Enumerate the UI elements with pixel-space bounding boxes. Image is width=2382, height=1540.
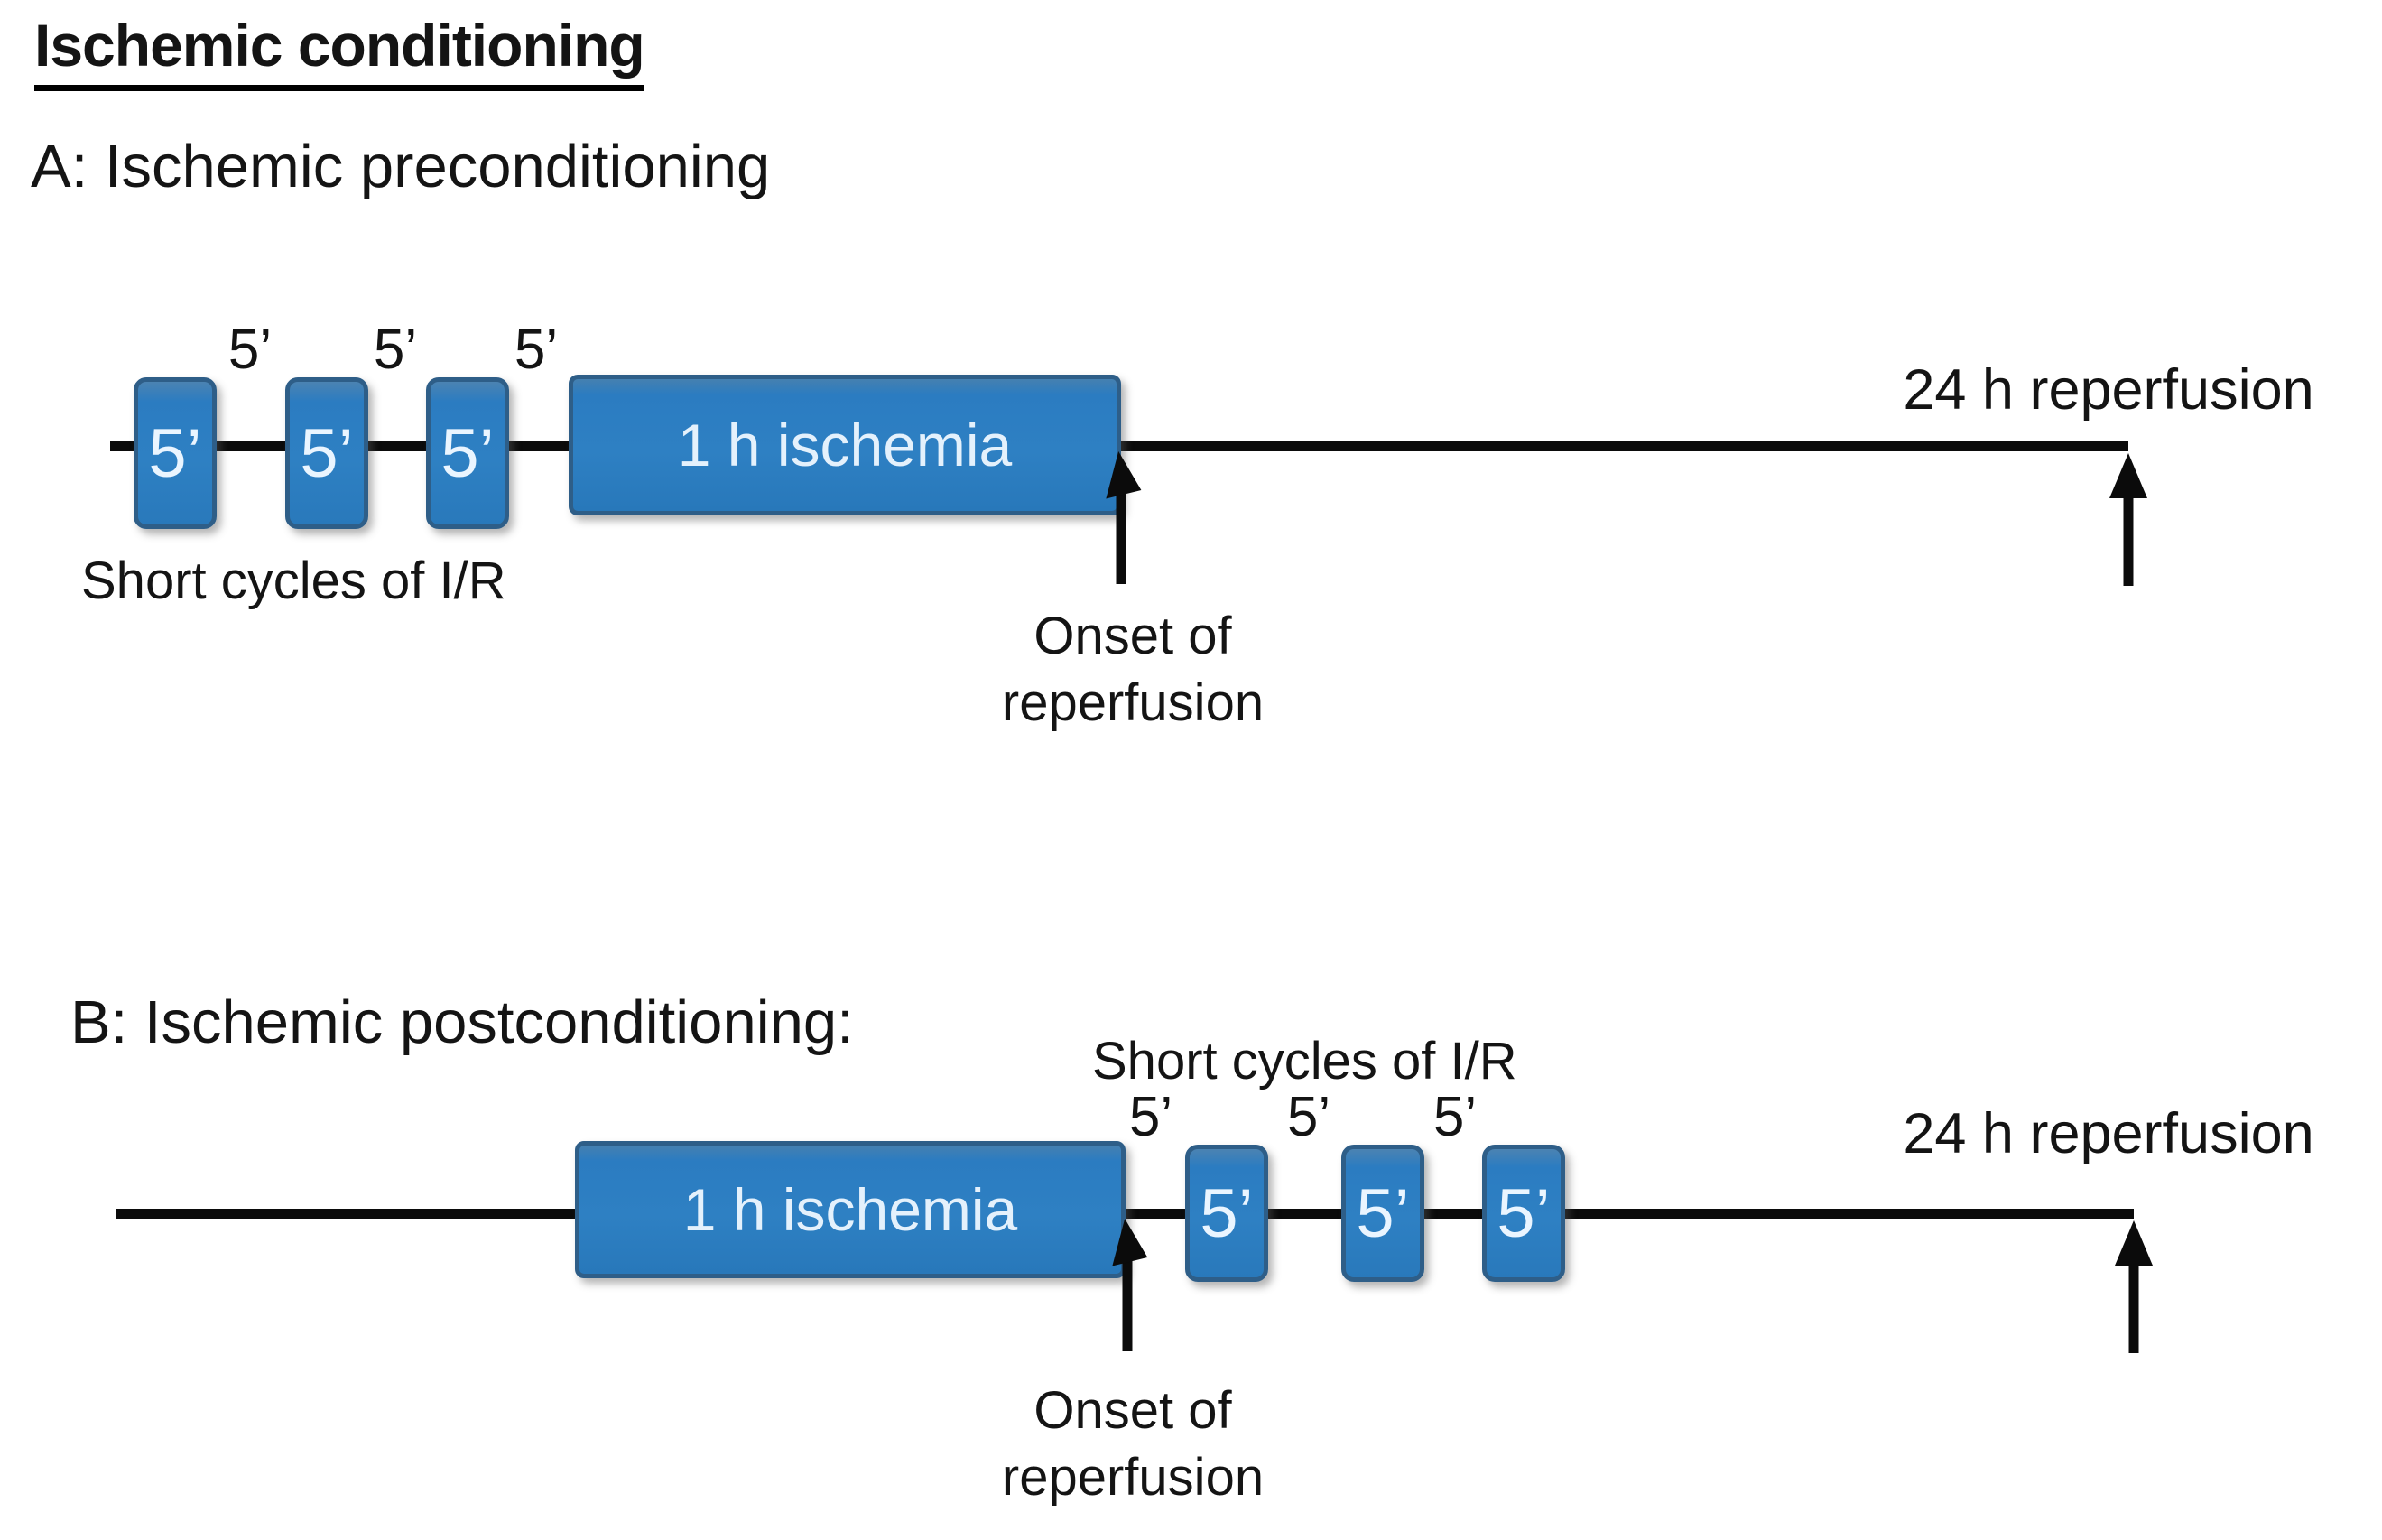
up-arrow-icon <box>1106 451 1142 584</box>
panel-b-heading: B: Ischemic postconditioning: <box>70 988 854 1056</box>
panel-b-reperfusion-label: 24 h reperfusion <box>1903 1102 2314 1165</box>
panel-a-heading: A: Ischemic preconditioning <box>31 133 771 200</box>
panel-b-cycle-box: 5’ <box>1482 1145 1565 1282</box>
onset-label-line1: Onset of <box>1033 607 1232 665</box>
panel-b-gap-label: 5’ <box>1286 1086 1331 1148</box>
onset-label-line1: Onset of <box>1033 1381 1232 1440</box>
panel-b-gap-label: 5’ <box>1128 1086 1173 1148</box>
panel-b-gap-label: 5’ <box>1432 1086 1478 1148</box>
up-arrow-icon <box>2109 453 2147 586</box>
panel-b-cycle-box: 5’ <box>1185 1145 1268 1282</box>
panel-a-cycle-box: 5’ <box>285 377 368 529</box>
onset-label-line2: reperfusion <box>1001 1448 1265 1508</box>
onset-label-line2: reperfusion <box>1001 673 1265 733</box>
panel-a-ischemia-box: 1 h ischemia <box>569 375 1121 515</box>
panel-a-cycle-box: 5’ <box>426 377 509 529</box>
panel-a-gap-label: 5’ <box>227 319 273 381</box>
panel-a-reperfusion-label: 24 h reperfusion <box>1903 358 2314 422</box>
up-arrow-icon <box>2115 1220 2153 1353</box>
panel-b-cycle-box: 5’ <box>1341 1145 1424 1282</box>
panel-a-gap-label: 5’ <box>373 319 418 381</box>
panel-a-short-cycles-label: Short cycles of I/R <box>81 552 506 610</box>
page-title: Ischemic conditioning <box>34 11 645 91</box>
panel-a-onset-label: Onset of reperfusion <box>952 603 1313 737</box>
panel-a-gap-label: 5’ <box>514 319 559 381</box>
panel-b-short-cycles-label: Short cycles of I/R <box>1092 1032 1517 1090</box>
panel-b-ischemia-box: 1 h ischemia <box>575 1141 1126 1278</box>
panel-b-onset-label: Onset of reperfusion <box>952 1378 1313 1511</box>
up-arrow-icon <box>1112 1219 1148 1351</box>
panel-a-cycle-box: 5’ <box>134 377 217 529</box>
